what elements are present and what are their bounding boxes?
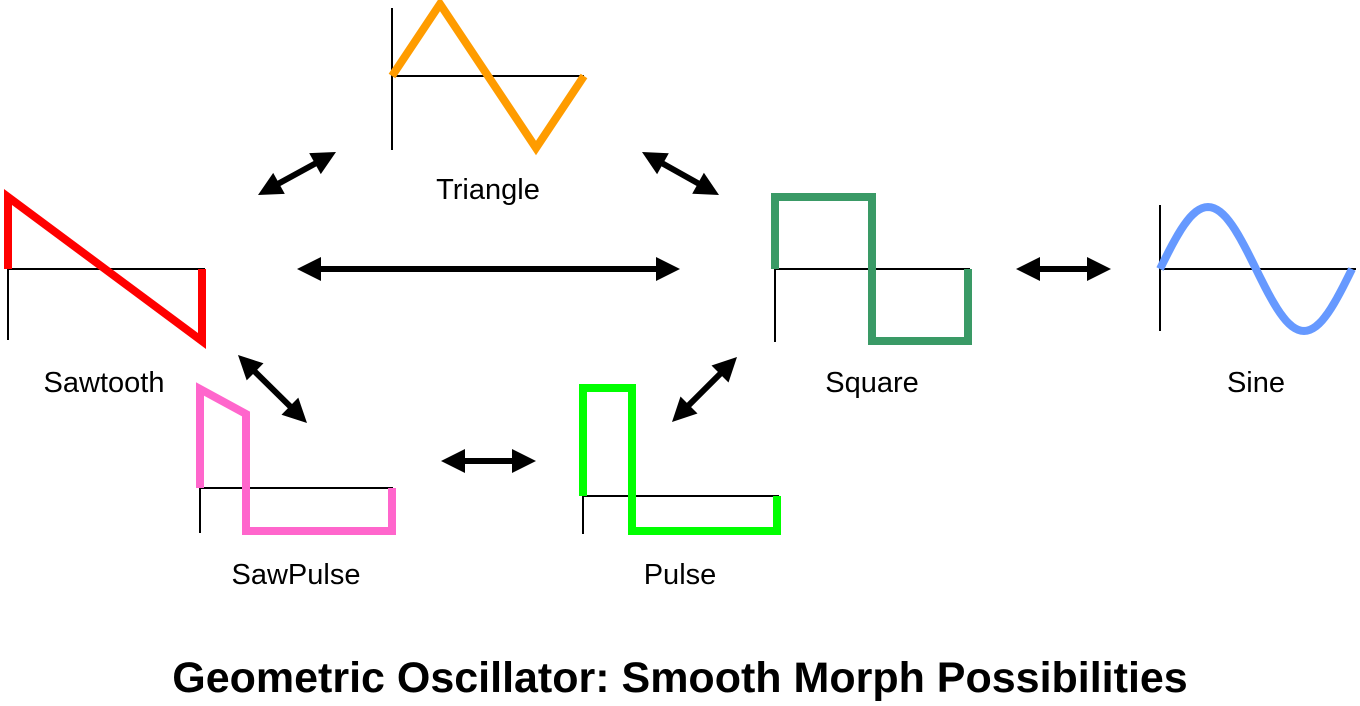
arrowhead-start bbox=[238, 355, 264, 381]
pulse-label: Pulse bbox=[644, 559, 717, 591]
arrow-sawtooth-square bbox=[297, 257, 680, 281]
triangle-wave bbox=[388, 0, 588, 156]
arrowhead-start bbox=[297, 257, 321, 281]
arrowhead-start bbox=[1016, 257, 1040, 281]
sawpulse-axes bbox=[199, 486, 393, 533]
waveform-triangle: Triangle bbox=[388, 0, 588, 206]
arrow-pulse-square bbox=[672, 357, 737, 422]
pulse-axes bbox=[582, 490, 779, 534]
arrowhead-start bbox=[672, 396, 698, 422]
arrowhead-end bbox=[711, 357, 737, 383]
waveform-pulse: Pulse bbox=[579, 384, 781, 591]
square-wave bbox=[771, 193, 972, 345]
arrowhead-end bbox=[692, 172, 719, 195]
arrowhead-end bbox=[281, 397, 307, 423]
arrow-sawtooth-sawpulse bbox=[238, 355, 307, 423]
arrow-shaft bbox=[274, 159, 320, 188]
sine-label: Sine bbox=[1227, 367, 1285, 399]
arrow-shaft bbox=[658, 159, 703, 188]
sawtooth-label: Sawtooth bbox=[44, 367, 165, 399]
arrow-square-sine bbox=[1016, 257, 1111, 281]
arrow-shaft bbox=[683, 368, 726, 411]
arrow-shaft bbox=[250, 366, 295, 412]
sawtooth-wave bbox=[4, 189, 206, 349]
diagram-title: Geometric Oscillator: Smooth Morph Possi… bbox=[172, 654, 1187, 702]
square-label: Square bbox=[825, 367, 919, 399]
sawpulse-wave bbox=[196, 382, 396, 535]
arrowhead-start bbox=[258, 172, 285, 195]
arrowhead-end bbox=[1087, 257, 1111, 281]
arrow-sawpulse-pulse bbox=[441, 449, 536, 473]
arrow-sawtooth-triangle bbox=[258, 152, 336, 195]
waveform-sawpulse: SawPulse bbox=[196, 382, 396, 591]
arrowhead-start bbox=[441, 449, 465, 473]
waveform-square: Square bbox=[771, 193, 972, 399]
waveform-sine: Sine bbox=[1156, 202, 1356, 399]
sine-wave bbox=[1156, 202, 1356, 336]
pulse-wave bbox=[579, 384, 781, 535]
arrowhead-end bbox=[656, 257, 680, 281]
sawpulse-label: SawPulse bbox=[232, 559, 361, 591]
arrowhead-start bbox=[642, 152, 669, 175]
arrow-triangle-square bbox=[642, 152, 719, 195]
triangle-label: Triangle bbox=[436, 174, 540, 206]
waveform-sawtooth: Sawtooth bbox=[4, 189, 206, 399]
arrowhead-end bbox=[512, 449, 536, 473]
morph-arrows bbox=[238, 152, 1111, 473]
arrowhead-end bbox=[309, 152, 336, 175]
